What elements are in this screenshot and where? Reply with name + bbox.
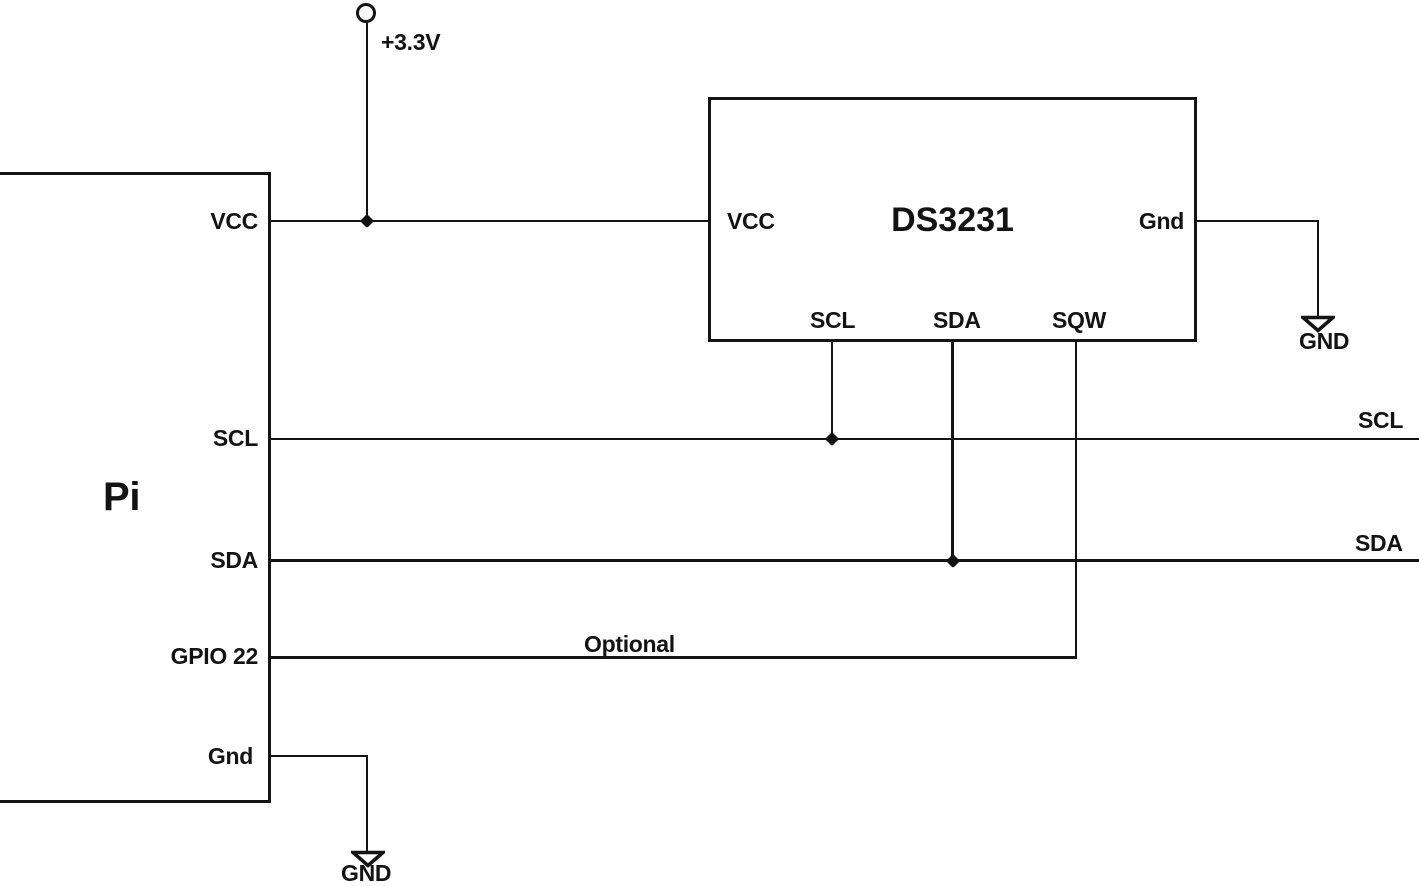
wire-vcc: [270, 220, 708, 222]
ds3231-pin-gnd: Gnd: [1138, 208, 1184, 234]
wire-sda-rail: [270, 559, 1419, 562]
wire-ds3231-gnd-horizontal: [1197, 220, 1319, 222]
optional-annotation: Optional: [584, 631, 675, 657]
supply-label: +3.3V: [381, 29, 441, 55]
pi-pin-scl: SCL: [212, 425, 258, 451]
ds3231-pin-scl: SCL: [810, 307, 856, 333]
ground-label-right: GND: [1299, 328, 1350, 354]
pi-pin-gnd: Gnd: [207, 743, 253, 769]
ground-label-bottom: GND: [341, 860, 392, 886]
ground-symbol-right-icon: [1298, 315, 1338, 338]
rail-label-sda: SDA: [1355, 530, 1403, 556]
wire-ds3231-gnd-vertical: [1317, 220, 1319, 318]
pi-box: [0, 172, 271, 803]
ds3231-pin-sda: SDA: [933, 307, 981, 333]
supply-terminal-icon: [356, 3, 376, 23]
pi-pin-gpio22: GPIO 22: [170, 643, 259, 669]
wire-sda-drop: [951, 342, 954, 561]
ds3231-box: [708, 97, 1197, 342]
wire-sqw-drop: [1075, 342, 1077, 659]
wire-pi-gnd-horizontal: [270, 755, 368, 757]
ds3231-title: DS3231: [891, 201, 1014, 239]
ground-symbol-bottom-icon: [348, 850, 388, 873]
rail-label-scl: SCL: [1358, 407, 1404, 433]
pi-pin-vcc: VCC: [210, 208, 258, 234]
pi-pin-sda: SDA: [210, 547, 258, 573]
wire-scl-drop: [831, 342, 833, 439]
ds3231-pin-vcc: VCC: [727, 208, 775, 234]
junction-dot-vcc: [359, 213, 375, 229]
junction-dot-sda: [945, 553, 961, 569]
wire-scl-rail: [270, 438, 1419, 440]
wire-supply-stem: [366, 23, 368, 222]
wire-gpio22: [270, 656, 1077, 659]
pi-title: Pi: [103, 475, 141, 519]
wire-pi-gnd-vertical: [366, 755, 368, 854]
junction-dot-scl: [824, 431, 840, 447]
ds3231-pin-sqw: SQW: [1052, 307, 1107, 333]
